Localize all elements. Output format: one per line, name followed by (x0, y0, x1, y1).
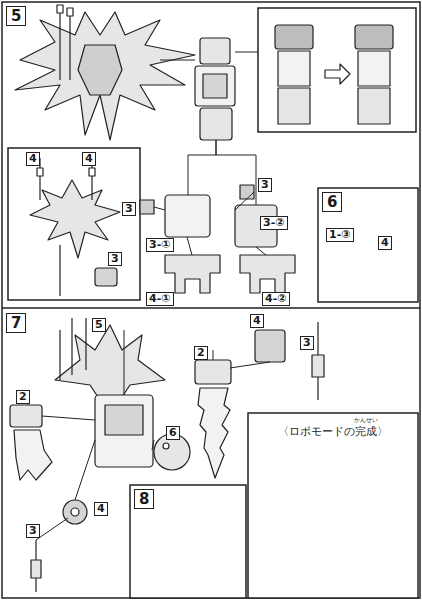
completion-title: 〈ロボモードの完成〉 (278, 425, 388, 439)
callout-number: 4-① (146, 292, 174, 306)
completion-panel: かんせい〈ロボモードの完成〉 (248, 413, 418, 598)
callout-number: 2 (194, 346, 208, 360)
step-number: 5 (6, 6, 26, 26)
step-panel: 6 (318, 188, 418, 302)
furigana: かんせい (354, 416, 378, 424)
callout-number: 4 (250, 314, 264, 328)
callout-number: 4 (82, 152, 96, 166)
callout-number: 1-③ (326, 228, 354, 242)
callout-number: 3 (258, 178, 272, 192)
step-number: 8 (134, 489, 154, 509)
callout-number: 4 (94, 502, 108, 516)
callout-number: 2 (16, 390, 30, 404)
step-number: 5 (6, 6, 26, 26)
step-number: 6 (322, 192, 342, 212)
step-number: 7 (6, 313, 26, 333)
callout-number: 3 (300, 336, 314, 350)
step-panel: 8 (130, 485, 246, 598)
callout-number: 4-② (262, 292, 290, 306)
callout-number: 4 (26, 152, 40, 166)
step-number: 7 (6, 313, 26, 333)
callout-number: 3 (26, 524, 40, 538)
callout-number: 3-② (260, 216, 288, 230)
callout-number: 6 (166, 426, 180, 440)
callout-number: 3 (122, 202, 136, 216)
callout-number: 3-① (146, 238, 174, 252)
callout-number: 4 (378, 236, 392, 250)
callout-number: 5 (92, 318, 106, 332)
callout-number: 3 (108, 252, 122, 266)
